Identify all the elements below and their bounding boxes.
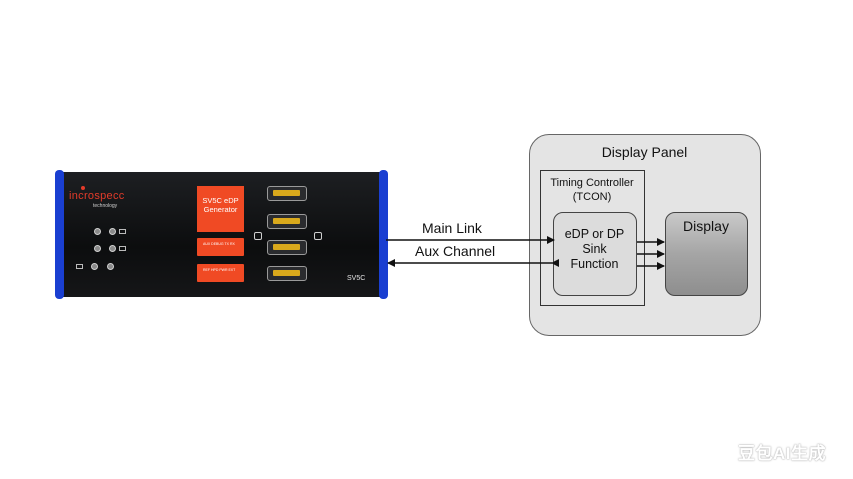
device-brand: incrospecc [69, 190, 125, 202]
sma-connector-icon [91, 263, 98, 270]
ref-panel-text: REF HPD PWR EXT [203, 268, 236, 272]
display-panel-title: Display Panel [601, 144, 688, 160]
device-brand-sub: technology [93, 203, 118, 209]
left-port-symbol-icon [254, 232, 262, 240]
sv5c-generator-device: incrospecc technology SV5C eDP Generator… [55, 170, 388, 299]
brand-logo-dot-icon [81, 186, 85, 190]
watermark: 豆包AI生成 [738, 444, 826, 463]
tcon-label: Timing Controller (TCON) [550, 177, 634, 203]
device-right-rail [379, 170, 388, 299]
jack-icon [119, 246, 126, 251]
debug-panel-text: AUX DEBUG TX RX [203, 242, 235, 246]
sma-connector-icon [94, 228, 101, 235]
ref-panel: REF HPD PWR EXT [197, 264, 244, 282]
edp-port-1 [267, 186, 307, 201]
display-box: Display [665, 212, 748, 296]
sink-function-box: eDP or DP Sink Function [553, 212, 637, 296]
jack-icon [119, 229, 126, 234]
device-model-label: SV5C [347, 275, 366, 282]
device-left-rail [55, 170, 64, 299]
debug-panel: AUX DEBUG TX RX [197, 238, 244, 256]
aux-channel-label: Aux Channel [415, 243, 496, 259]
sink-function-label: eDP or DP Sink Function [564, 227, 625, 271]
tcon-box: Timing Controller (TCON) [540, 170, 645, 306]
edp-port-4 [267, 266, 307, 281]
edp-port-3 [267, 240, 307, 255]
sma-connector-icon [94, 245, 101, 252]
jack-icon [76, 264, 83, 269]
sma-connector-icon [109, 245, 116, 252]
edp-port-2 [267, 214, 307, 229]
right-port-symbol-icon [314, 232, 322, 240]
sma-connector-icon [107, 263, 114, 270]
sma-connector-icon [109, 228, 116, 235]
generator-label-panel: SV5C eDP Generator [197, 186, 244, 232]
display-label: Display [683, 218, 729, 234]
main-link-label: Main Link [422, 220, 482, 236]
